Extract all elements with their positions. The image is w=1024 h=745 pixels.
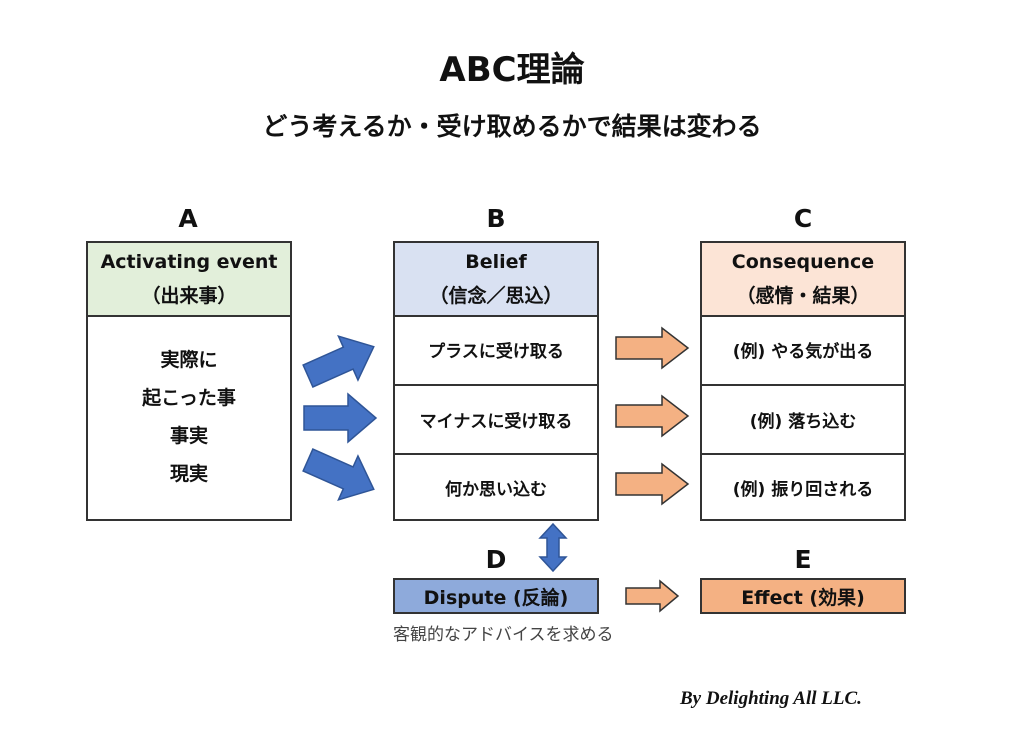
consequence-row: (例) 振り回される <box>702 453 904 519</box>
belief-box: Belief （信念／思込） プラスに受け取る マイナスに受け取る 何か思い込む <box>393 241 599 521</box>
letter-a: A <box>178 204 198 233</box>
belief-row: 何か思い込む <box>395 453 597 519</box>
arrow-a-to-b-up <box>302 334 375 388</box>
activating-event-line: 実際に <box>160 349 218 371</box>
belief-header: Belief （信念／思込） <box>395 243 597 317</box>
letter-d: D <box>485 545 507 574</box>
consequence-row: (例) 落ち込む <box>702 384 904 453</box>
belief-title: Belief <box>465 251 527 273</box>
activating-event-line: 起こった事 <box>142 387 236 409</box>
arrow-d-to-e <box>625 579 680 613</box>
letter-c: C <box>793 204 813 233</box>
arrow-a-to-b-straight <box>303 392 378 444</box>
consequence-subtitle: （感情・結果） <box>736 285 870 307</box>
dispute-box: Dispute (反論) <box>393 578 599 614</box>
arrow-b-to-c-2 <box>615 394 690 438</box>
consequence-title: Consequence <box>731 251 875 273</box>
dispute-note: 客観的なアドバイスを求める <box>393 625 614 645</box>
activating-event-title: Activating event <box>100 251 278 273</box>
consequence-row: (例) やる気が出る <box>732 342 874 362</box>
activating-event-line: 現実 <box>169 463 208 485</box>
dispute-label: Dispute (反論) <box>423 586 569 609</box>
activating-event-subtitle: （出来事） <box>141 285 237 307</box>
belief-subtitle: （信念／思込） <box>429 285 563 307</box>
activating-event-line: 事実 <box>169 425 208 447</box>
arrow-b-to-c-3 <box>615 462 690 506</box>
consequence-box: Consequence （感情・結果） (例) やる気が出る (例) 落ち込む … <box>700 241 906 521</box>
arrow-a-to-b-down <box>302 448 375 502</box>
diagram-subtitle: どう考えるか・受け取めるかで結果は変わる <box>262 112 762 141</box>
letter-e: E <box>794 545 812 574</box>
belief-row: マイナスに受け取る <box>395 384 597 453</box>
belief-row: プラスに受け取る <box>428 342 564 362</box>
activating-event-body: 実際に 起こった事 事実 現実 <box>88 315 290 519</box>
effect-label: Effect (効果) <box>741 586 865 609</box>
letter-b: B <box>486 204 506 233</box>
activating-event-header: Activating event （出来事） <box>88 243 290 317</box>
effect-box: Effect (効果) <box>700 578 906 614</box>
activating-event-box: Activating event （出来事） 実際に 起こった事 事実 現実 <box>86 241 292 521</box>
consequence-header: Consequence （感情・結果） <box>702 243 904 317</box>
credit-text: By Delighting All LLC. <box>680 688 862 709</box>
arrow-b-to-c-1 <box>615 326 690 370</box>
diagram-title: ABC理論 <box>439 50 585 90</box>
arrow-b-d-double <box>538 522 568 573</box>
